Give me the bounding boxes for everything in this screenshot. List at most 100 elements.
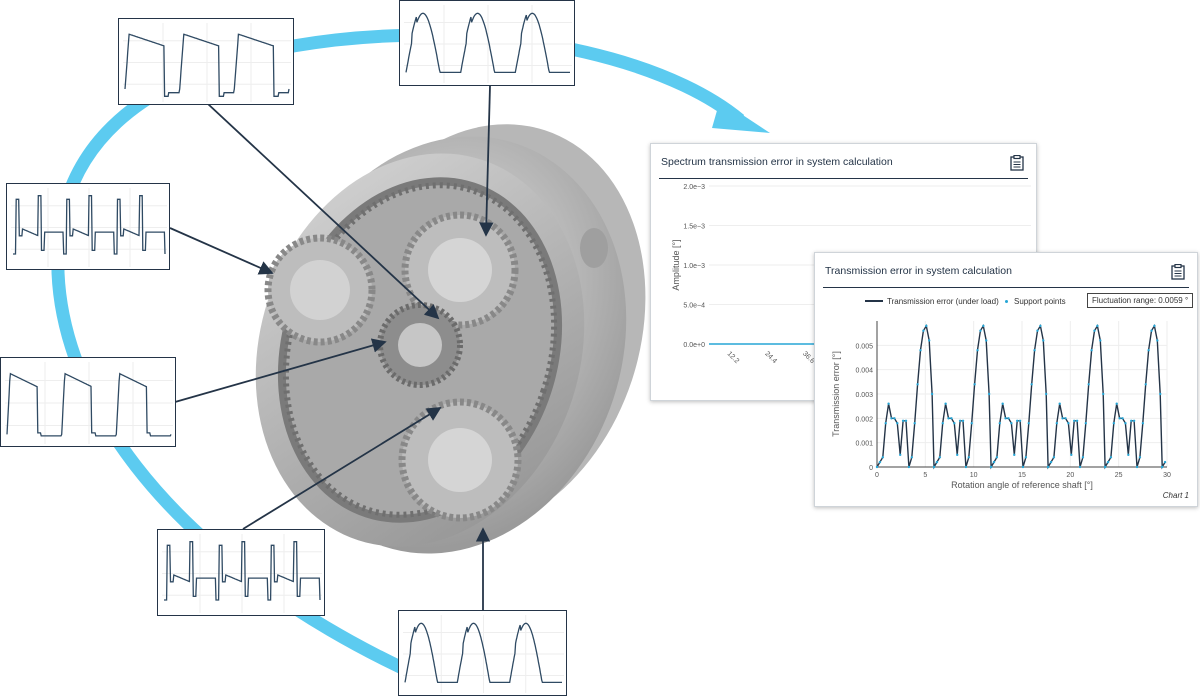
mini-plot-top-left <box>118 18 294 105</box>
support-point <box>961 419 965 422</box>
support-point <box>893 417 896 420</box>
clipboard-icon[interactable] <box>1010 155 1024 171</box>
legend-points-swatch <box>1005 300 1008 303</box>
support-point <box>1010 422 1013 425</box>
y-tick-label: 0.005 <box>855 343 873 350</box>
support-point <box>1084 422 1087 425</box>
support-point <box>989 465 993 469</box>
mini-plot-svg <box>123 23 291 102</box>
x-tick-label: 24.4 <box>763 350 778 365</box>
mini-plot-svg <box>403 615 564 693</box>
legend-te-label[interactable]: Transmission error (under load) <box>887 297 999 306</box>
planet-gear-left <box>264 234 376 346</box>
support-point <box>1106 460 1110 464</box>
y-axis-label: Transmission error [°] <box>831 351 841 437</box>
support-point <box>998 422 1001 425</box>
support-point <box>875 465 879 469</box>
support-point <box>1127 453 1130 457</box>
support-point <box>1124 422 1127 425</box>
support-point <box>1121 417 1124 420</box>
support-point <box>982 324 985 328</box>
support-point <box>1156 339 1159 342</box>
support-point <box>904 419 908 422</box>
support-point <box>1061 417 1064 420</box>
support-point <box>1109 456 1113 459</box>
support-point <box>1163 460 1167 464</box>
x-axis-label: Rotation angle of reference shaft [°] <box>951 480 1093 490</box>
support-point <box>985 339 988 342</box>
support-point <box>1153 324 1156 328</box>
mini-plot-top-center <box>399 0 575 86</box>
mini-plot-bottom-left <box>157 529 325 616</box>
support-point <box>1058 402 1061 405</box>
y-tick-label: 5.0e−4 <box>683 303 705 310</box>
support-point <box>1090 349 1093 352</box>
support-point <box>1049 460 1053 464</box>
support-point <box>890 417 893 420</box>
support-point <box>1160 465 1164 469</box>
support-point <box>976 349 979 352</box>
support-point <box>1073 419 1076 422</box>
support-point <box>967 456 971 459</box>
support-point <box>1036 329 1039 332</box>
support-point <box>1087 383 1090 386</box>
support-point <box>1021 465 1025 469</box>
clipboard-icon[interactable] <box>1171 264 1185 280</box>
x-tick-label: 5 <box>923 472 927 479</box>
x-tick-label: 25 <box>1115 472 1123 479</box>
support-point <box>1030 383 1033 386</box>
support-point <box>1159 392 1162 396</box>
chart-caption: Chart 1 <box>1162 491 1189 500</box>
x-tick-label: 15 <box>1018 472 1026 479</box>
support-point <box>1004 417 1007 420</box>
support-point <box>956 453 959 457</box>
mini-signal-line <box>124 33 290 97</box>
support-point <box>992 460 996 464</box>
support-point <box>1024 456 1028 459</box>
mini-signal-line <box>164 541 321 601</box>
support-point <box>941 422 944 425</box>
support-point <box>1132 419 1136 422</box>
support-point <box>922 329 925 332</box>
y-tick-label: 0.003 <box>855 392 873 399</box>
mini-signal-line <box>404 622 562 684</box>
panel-title: Transmission error in system calculation <box>825 265 1012 277</box>
support-point <box>913 422 916 425</box>
mini-signal-line <box>6 372 172 437</box>
support-point <box>1075 419 1079 422</box>
mini-signal-line <box>405 12 570 74</box>
arrowhead <box>712 100 770 133</box>
support-point <box>979 329 982 332</box>
support-point <box>1027 422 1030 425</box>
support-point <box>930 392 934 396</box>
support-point <box>1007 417 1010 420</box>
support-point <box>901 419 905 422</box>
support-point <box>1096 324 1099 328</box>
y-tick-label: 1.0e−3 <box>683 263 705 270</box>
connector-left-2 <box>174 338 387 403</box>
planet-gear-bottom <box>398 398 522 522</box>
support-point <box>1015 419 1019 422</box>
support-point <box>970 422 973 425</box>
support-point <box>987 392 991 396</box>
connector-top-center <box>479 85 494 237</box>
support-point <box>1052 456 1056 459</box>
support-point <box>907 465 911 469</box>
support-point <box>1078 465 1082 469</box>
y-tick-label: 0.001 <box>855 441 873 448</box>
support-point <box>1064 417 1067 420</box>
support-point <box>1115 402 1118 405</box>
sun-gear <box>377 302 463 388</box>
support-point <box>995 456 999 459</box>
support-point <box>1150 329 1153 332</box>
mini-plot-svg <box>11 188 167 267</box>
support-point <box>1081 456 1085 459</box>
support-point <box>1102 392 1105 396</box>
connector-top-left <box>207 103 440 320</box>
legend-points-label[interactable]: Support points <box>1014 297 1066 306</box>
support-point <box>938 456 942 459</box>
support-point <box>1093 329 1096 332</box>
support-point <box>1046 465 1050 469</box>
